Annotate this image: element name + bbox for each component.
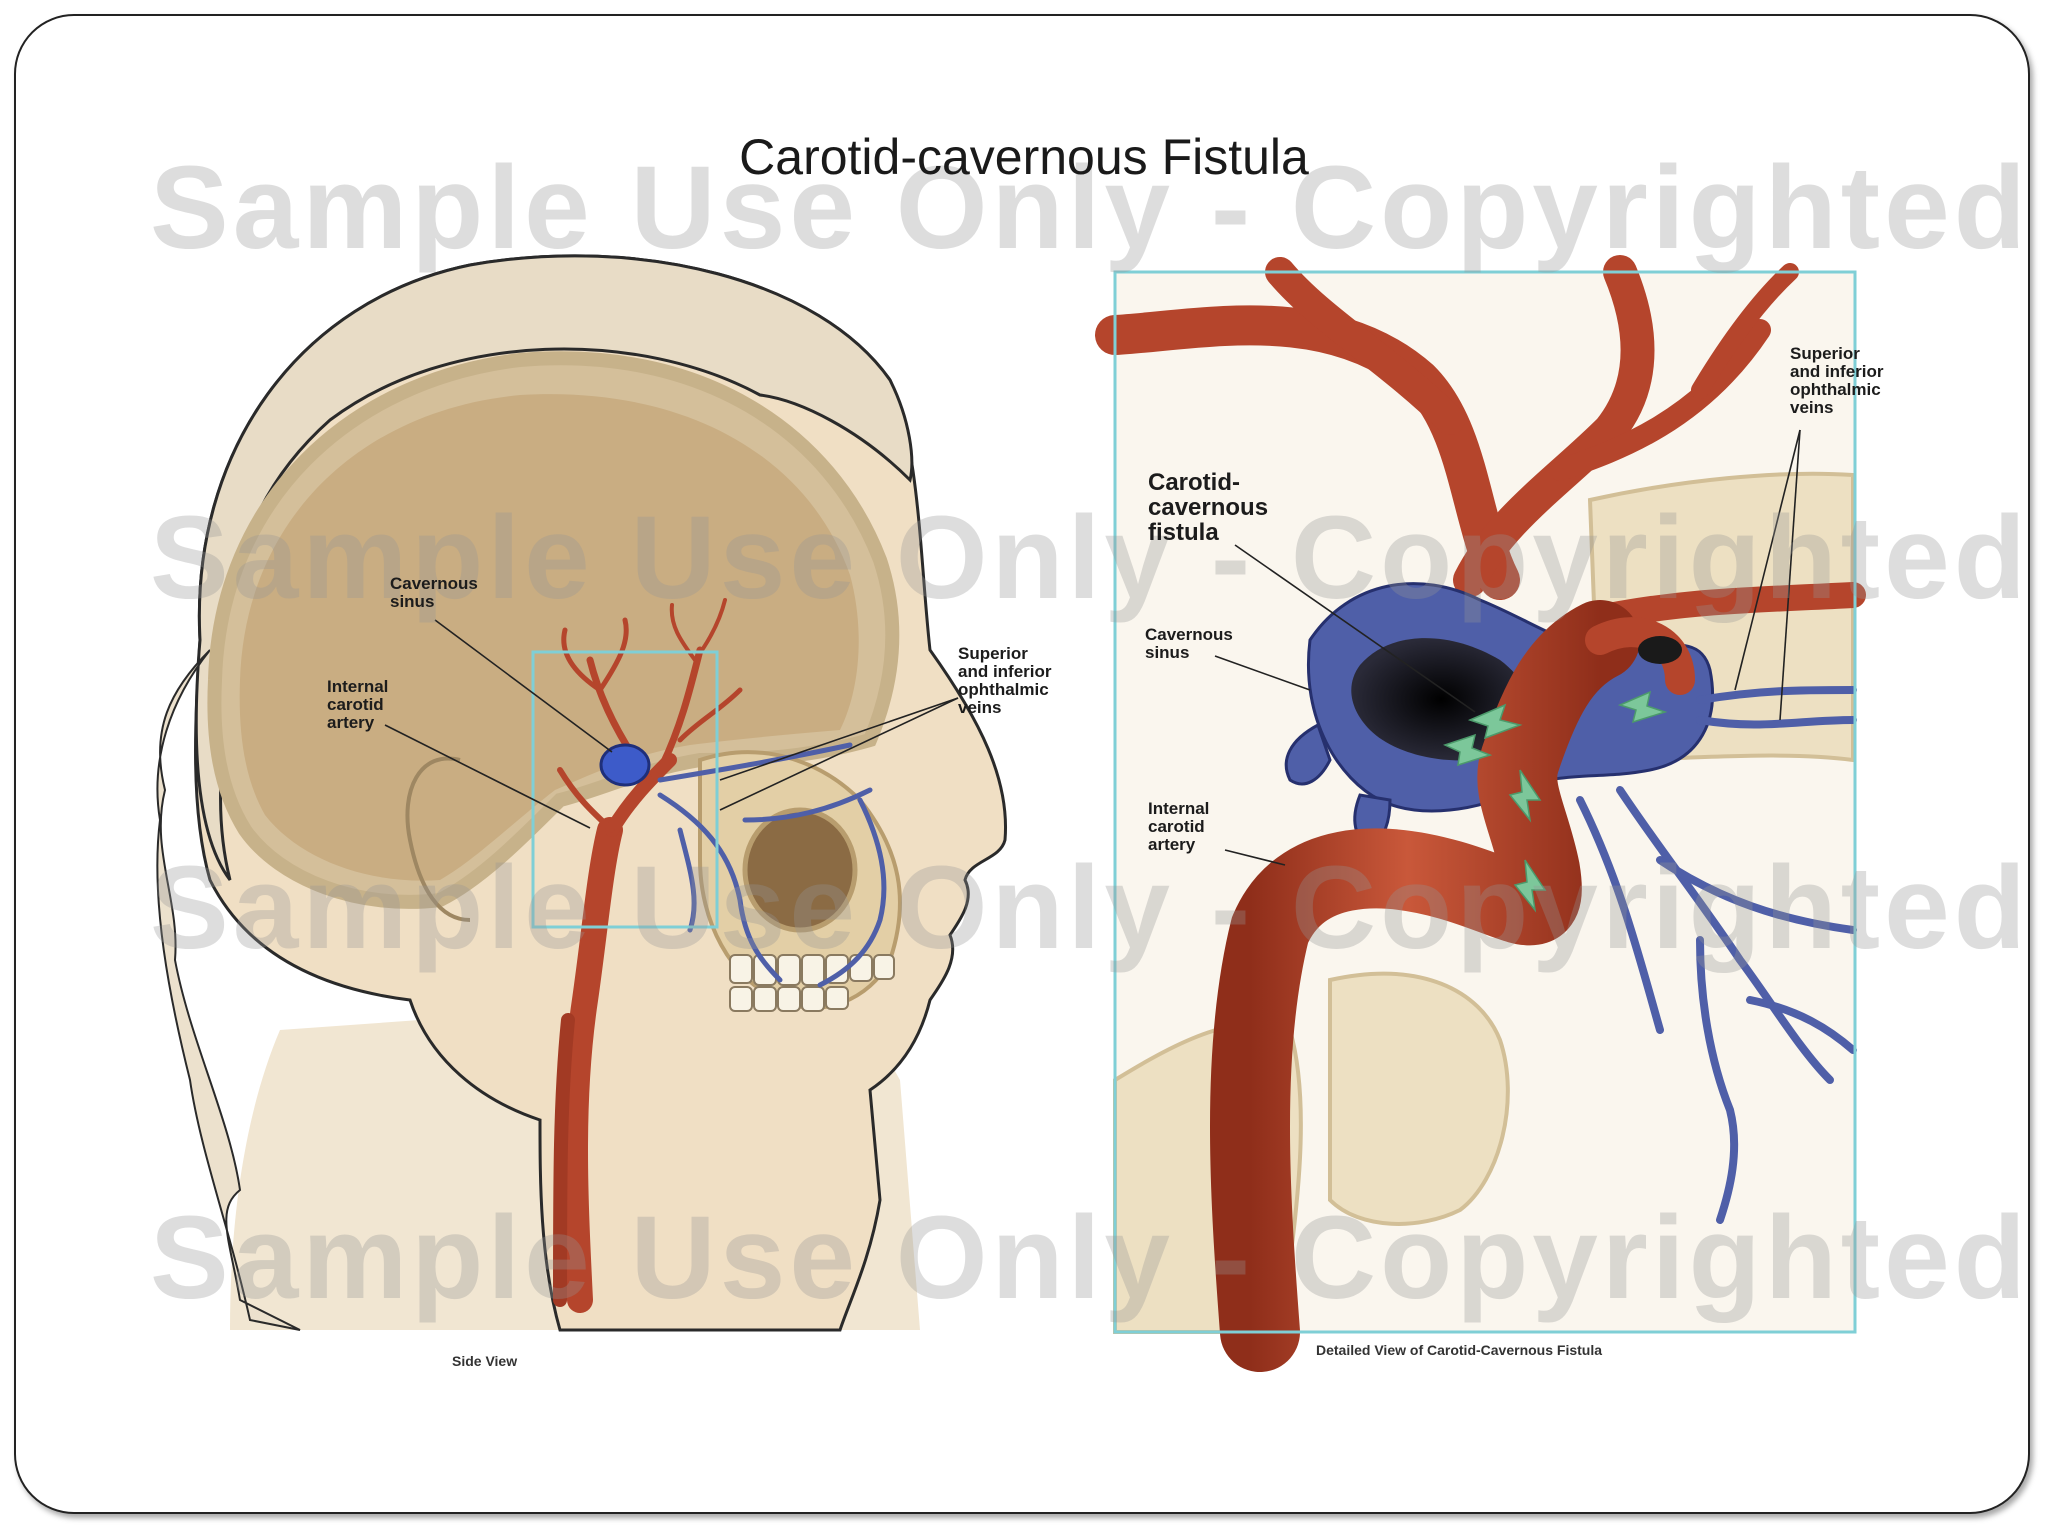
label-internal-carotid-artery: Internal carotid artery (327, 677, 389, 732)
label-fistula: Carotid- cavernous fistula (1148, 469, 1269, 547)
label-detail-internal-carotid-artery: Internal carotid artery (1148, 799, 1210, 854)
label-cavernous-sinus: Cavernous sinus (390, 574, 478, 611)
side-view-caption: Side View (452, 1353, 518, 1369)
page-title: Carotid-cavernous Fistula (739, 129, 1309, 185)
detail-view (1095, 255, 1866, 1372)
detail-view-leader-lines (1214, 429, 1801, 866)
side-view-leader-lines (384, 619, 959, 829)
label-detail-ophthalmic-veins: Superior and inferior ophthalmic veins (1790, 344, 1884, 417)
label-ophthalmic-veins: Superior and inferior ophthalmic veins (958, 644, 1052, 717)
label-detail-cavernous-sinus: Cavernous sinus (1145, 625, 1233, 662)
side-view-head (156, 254, 1008, 1332)
detail-view-caption: Detailed View of Carotid-Cavernous Fistu… (1316, 1342, 1603, 1358)
